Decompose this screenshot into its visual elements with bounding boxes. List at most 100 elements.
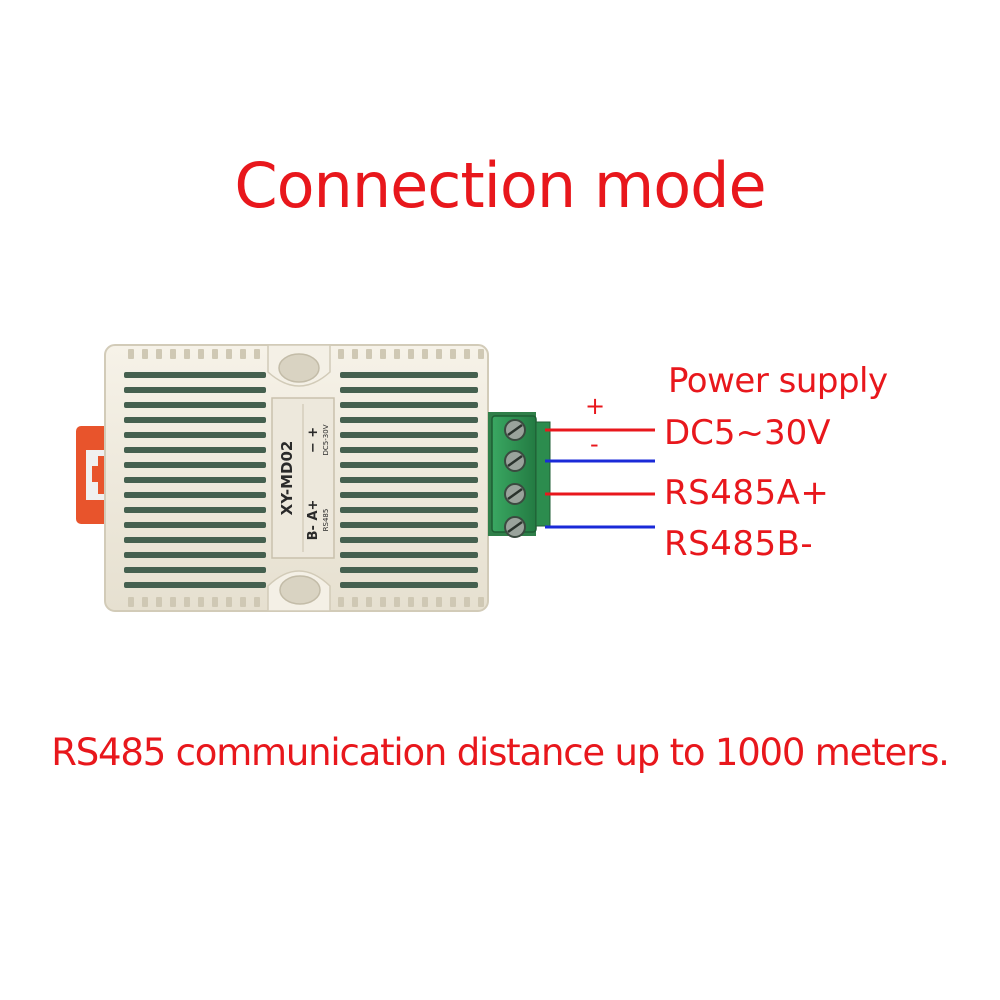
vent-tooth — [240, 349, 246, 359]
module-terminals-left: B- A+ — [306, 500, 321, 541]
vent-slot — [340, 537, 478, 543]
bottom-vent-teeth — [128, 597, 484, 607]
vent-tooth — [254, 597, 260, 607]
vent-tooth — [128, 597, 134, 607]
vent-tooth — [464, 349, 470, 359]
vent-tooth — [338, 597, 344, 607]
vent-tooth — [128, 349, 134, 359]
rs485a-label: RS485A+ — [664, 473, 830, 513]
vent-tooth — [436, 349, 442, 359]
vent-slot — [340, 387, 478, 393]
vent-tooth — [450, 349, 456, 359]
vent-tooth — [422, 597, 428, 607]
vent-tooth — [464, 597, 470, 607]
vent-slot — [340, 432, 478, 438]
vent-tooth — [436, 597, 442, 607]
vent-slot — [124, 492, 266, 498]
right-vent-slots — [340, 372, 478, 588]
vent-slot — [340, 522, 478, 528]
vent-tooth — [156, 597, 162, 607]
vent-slot — [340, 372, 478, 378]
vent-slot — [124, 462, 266, 468]
vent-tooth — [212, 597, 218, 607]
vent-tooth — [254, 349, 260, 359]
minus-sign: - — [590, 430, 599, 458]
vent-tooth — [142, 597, 148, 607]
vent-tooth — [450, 597, 456, 607]
vent-slot — [340, 462, 478, 468]
page-title: Connection mode — [234, 149, 766, 222]
vent-slot — [124, 447, 266, 453]
module-terminals-right-sub: DC5-30V — [322, 424, 330, 455]
sensor-module: XY-MD02 B- A+ RS485 − + DC5-30V — [104, 344, 489, 612]
vent-tooth — [142, 349, 148, 359]
vent-slot — [124, 372, 266, 378]
vent-tooth — [478, 597, 484, 607]
top-vent-teeth — [128, 349, 484, 359]
vent-tooth — [198, 597, 204, 607]
screw-slot — [507, 423, 523, 437]
vent-slot — [124, 537, 266, 543]
vent-tooth — [226, 597, 232, 607]
vent-tooth — [170, 597, 176, 607]
vent-slot — [124, 402, 266, 408]
power-supply-label: Power supply — [668, 361, 888, 401]
label-plate: XY-MD02 B- A+ RS485 − + DC5-30V — [271, 397, 335, 559]
bottom-mounting-hole — [267, 570, 331, 612]
dc-voltage-label: DC5~30V — [664, 413, 831, 453]
screw-slot — [507, 454, 523, 468]
vent-slot — [340, 447, 478, 453]
vent-slot — [124, 582, 266, 588]
module-terminals-right: − + — [306, 427, 321, 453]
vent-tooth — [394, 597, 400, 607]
vent-slot — [340, 417, 478, 423]
vent-slot — [124, 432, 266, 438]
vent-tooth — [352, 597, 358, 607]
vent-tooth — [380, 597, 386, 607]
vent-slot — [340, 567, 478, 573]
vent-tooth — [170, 349, 176, 359]
screw-slot — [507, 520, 523, 534]
plus-sign: + — [585, 392, 606, 420]
vent-slot — [340, 477, 478, 483]
screw-slot — [507, 487, 523, 501]
vent-slot — [124, 567, 266, 573]
top-mounting-hole — [267, 344, 331, 387]
vent-tooth — [338, 349, 344, 359]
vent-slot — [124, 477, 266, 483]
vent-tooth — [240, 597, 246, 607]
vent-slot — [124, 522, 266, 528]
vent-tooth — [408, 597, 414, 607]
terminal-block — [488, 412, 551, 538]
module-terminals-left-sub: RS485 — [322, 509, 330, 532]
left-vent-slots — [124, 372, 266, 588]
vent-tooth — [478, 349, 484, 359]
vent-slot — [124, 552, 266, 558]
vent-slot — [124, 507, 266, 513]
vent-tooth — [226, 349, 232, 359]
vent-tooth — [156, 349, 162, 359]
vent-tooth — [198, 349, 204, 359]
footer-note: RS485 communication distance up to 1000 … — [51, 731, 950, 774]
vent-tooth — [184, 349, 190, 359]
vent-slot — [124, 417, 266, 423]
vent-slot — [340, 402, 478, 408]
vent-tooth — [408, 349, 414, 359]
vent-tooth — [422, 349, 428, 359]
vent-slot — [340, 552, 478, 558]
vent-tooth — [366, 349, 372, 359]
vent-tooth — [366, 597, 372, 607]
rs485b-label: RS485B- — [664, 524, 814, 564]
vent-slot — [340, 582, 478, 588]
vent-slot — [340, 507, 478, 513]
module-model: XY-MD02 — [278, 441, 296, 516]
vent-tooth — [352, 349, 358, 359]
vent-tooth — [394, 349, 400, 359]
wires — [545, 428, 655, 529]
vent-slot — [340, 492, 478, 498]
vent-tooth — [380, 349, 386, 359]
vent-slot — [124, 387, 266, 393]
vent-tooth — [184, 597, 190, 607]
vent-tooth — [212, 349, 218, 359]
